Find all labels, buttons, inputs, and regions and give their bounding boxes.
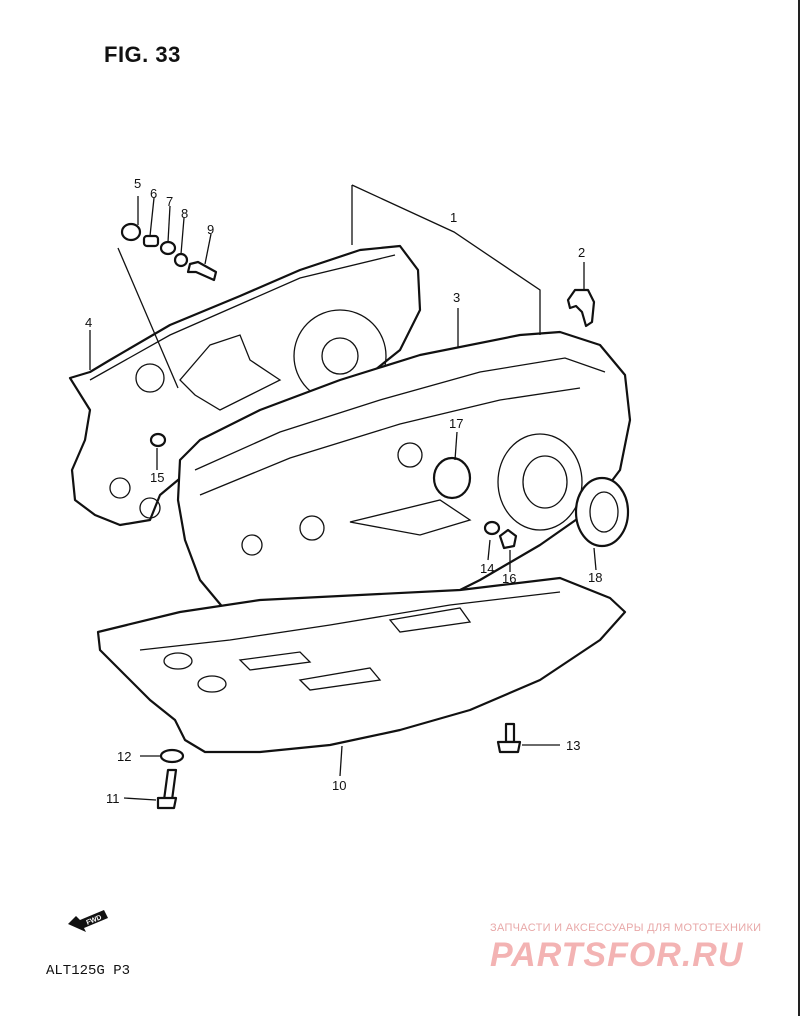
- bolt-13: [496, 722, 522, 754]
- callout-5: 5: [134, 176, 141, 191]
- callout-12: 12: [117, 749, 131, 764]
- washer-12: [159, 748, 185, 764]
- bolt-11: [156, 768, 178, 810]
- clip: [566, 288, 596, 328]
- oil-seal: [574, 476, 630, 548]
- callout-4: 4: [85, 315, 92, 330]
- leader-lines: [89, 184, 597, 801]
- callout-18: 18: [588, 570, 602, 585]
- callout-16: 16: [502, 571, 516, 586]
- figure-title: FIG. 33: [104, 42, 181, 67]
- callout-15: 15: [150, 470, 164, 485]
- callout-17: 17: [449, 416, 463, 431]
- watermark-tagline: ЗАПЧАСТИ И АКСЕССУАРЫ ДЛЯ МОТОТЕХНИКИ: [490, 922, 762, 934]
- watermark-logo: PARTSFOR.RU: [490, 936, 744, 974]
- washer-15: [149, 432, 167, 448]
- callout-7: 7: [166, 194, 173, 209]
- callout-9: 9: [207, 222, 214, 237]
- callout-1: 1: [450, 210, 457, 225]
- nut-16: [498, 528, 518, 550]
- fwd-arrow-icon: FWD: [68, 910, 108, 932]
- callout-10: 10: [332, 778, 346, 793]
- skid-plate: [96, 576, 627, 754]
- callout-14: 14: [480, 561, 494, 576]
- plug: [432, 456, 472, 500]
- callout-8: 8: [181, 206, 188, 221]
- fastener-set: [120, 222, 218, 282]
- model-code: ALT125G P3: [46, 963, 131, 979]
- callout-6: 6: [150, 186, 157, 201]
- washer-14: [483, 520, 501, 536]
- fwd-label: FWD: [85, 914, 102, 926]
- callout-2: 2: [578, 245, 585, 260]
- callout-11: 11: [106, 791, 120, 806]
- callout-13: 13: [566, 738, 580, 753]
- page-edge: [798, 0, 800, 1016]
- callout-3: 3: [453, 290, 460, 305]
